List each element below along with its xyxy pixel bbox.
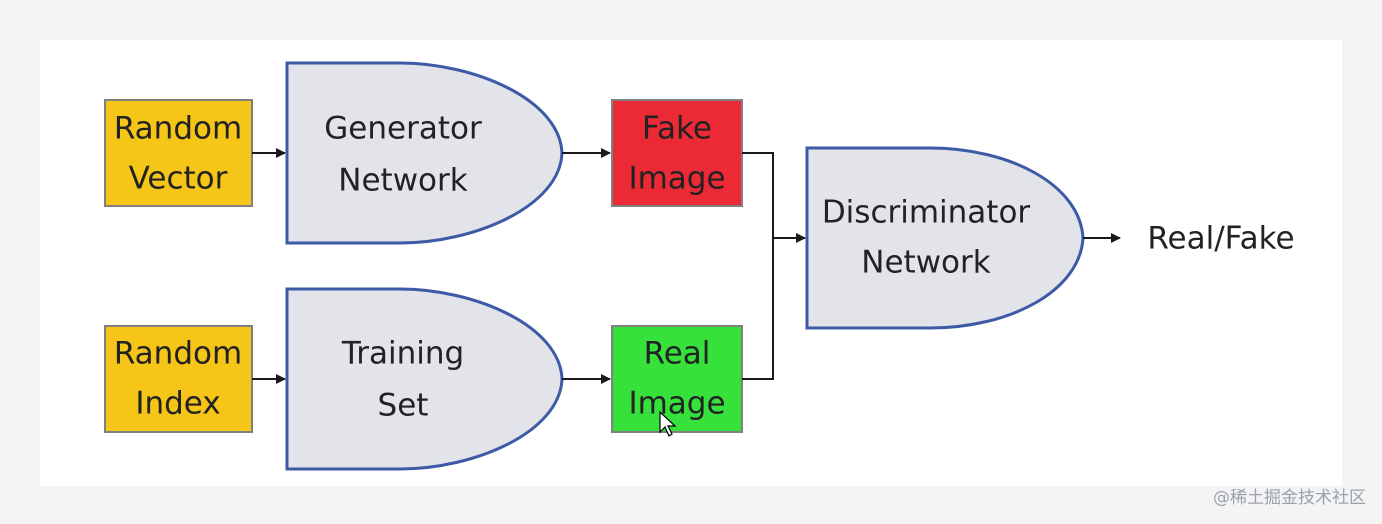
discriminator-network-gate: Discriminator Network bbox=[805, 146, 1085, 330]
random-vector-label-line2: Vector bbox=[129, 161, 228, 197]
real-image-box: Real Image bbox=[611, 325, 743, 433]
training-set-label-line1: Training bbox=[341, 336, 464, 372]
real-fake-output-label: Real/Fake bbox=[1147, 221, 1294, 257]
fake-image-label-line2: Image bbox=[628, 161, 725, 197]
generator-label-line2: Network bbox=[338, 163, 467, 199]
generator-network-gate: Generator Network bbox=[285, 61, 564, 245]
random-index-label-line1: Random bbox=[114, 336, 242, 372]
real-image-label-line2: Image bbox=[628, 386, 725, 422]
random-index-label-line2: Index bbox=[135, 386, 220, 422]
discriminator-label-line1: Discriminator bbox=[822, 195, 1031, 231]
watermark: @稀土掘金技术社区 bbox=[1213, 488, 1366, 508]
fake-image-box: Fake Image bbox=[611, 99, 743, 207]
generator-label-line1: Generator bbox=[324, 111, 482, 147]
discriminator-label-line2: Network bbox=[861, 245, 990, 281]
fake-image-label-line1: Fake bbox=[642, 111, 712, 147]
real-image-label-line1: Real bbox=[644, 336, 711, 372]
random-vector-box: Random Vector bbox=[104, 99, 253, 207]
connector-fake-to-merge bbox=[742, 152, 774, 380]
random-index-box: Random Index bbox=[104, 325, 253, 433]
training-set-gate: Training Set bbox=[285, 287, 564, 471]
mouse-cursor-icon bbox=[659, 410, 677, 437]
random-vector-label-line1: Random bbox=[114, 111, 242, 147]
training-set-label-line2: Set bbox=[378, 388, 429, 424]
